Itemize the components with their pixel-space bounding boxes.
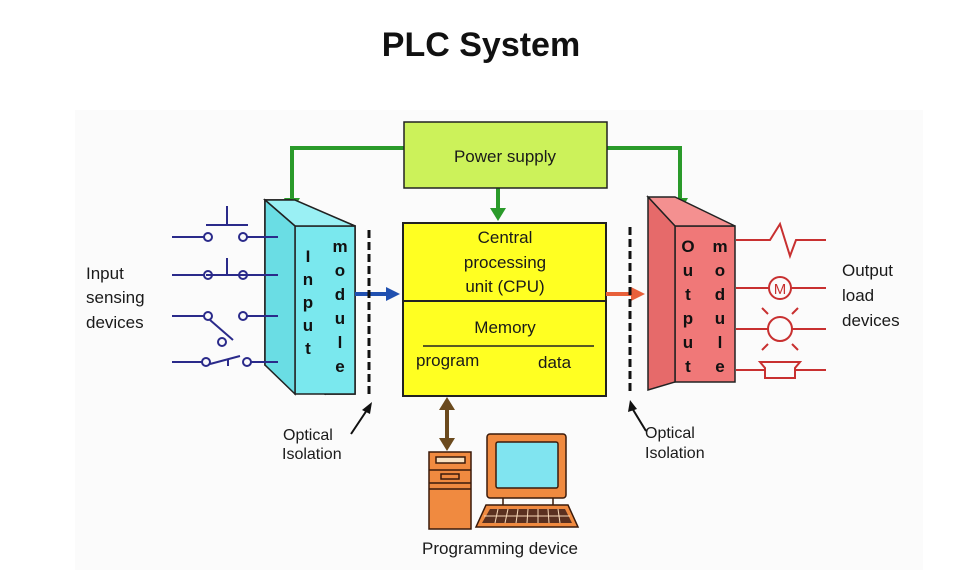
contact-switch-icon <box>172 355 278 367</box>
cpu-label-line2: processing <box>464 253 546 272</box>
memory-data-label: data <box>538 353 572 372</box>
input-module-letter: l <box>338 333 343 352</box>
input-switches <box>172 206 278 367</box>
input-devices-line2: sensing <box>86 288 145 307</box>
motor-icon: M <box>736 276 826 300</box>
output-module-letter: O <box>681 237 694 256</box>
computer-keyboard <box>474 504 580 528</box>
output-module-letter: u <box>715 309 725 328</box>
input-module-letter: m <box>332 237 347 256</box>
input-devices-line1: Input <box>86 264 124 283</box>
power-supply-label: Power supply <box>454 147 557 166</box>
diagram-title: PLC System <box>381 26 581 64</box>
cpu-label-line1: Central <box>478 228 533 247</box>
output-module-letter: e <box>715 357 724 376</box>
input-module-letter: n <box>303 270 313 289</box>
cpu-to-output-arrow <box>606 287 645 301</box>
input-module-letter: e <box>335 357 344 376</box>
output-module-letter: m <box>712 237 727 256</box>
power-arrow-cpu <box>490 208 506 221</box>
lamp-icon <box>736 307 826 351</box>
input-devices-line3: devices <box>86 313 144 332</box>
pushbutton-no-icon <box>172 206 278 242</box>
output-module-letter: o <box>715 261 725 280</box>
memory-program-label: program <box>416 351 479 370</box>
input-module-letter: d <box>335 285 345 304</box>
motor-symbol: M <box>774 281 787 298</box>
input-module-letter: u <box>335 309 345 328</box>
output-loads: M <box>736 221 826 379</box>
power-line-right <box>607 146 682 200</box>
input-module-letter: p <box>303 293 313 312</box>
computer-monitor <box>486 433 567 505</box>
output-module-letter: p <box>683 309 693 328</box>
computer-tower <box>428 451 472 530</box>
programming-device-label: Programming device <box>422 539 578 558</box>
power-line-left <box>290 146 405 200</box>
computer-icon <box>428 433 580 530</box>
output-module-letter: l <box>718 333 723 352</box>
input-module-letter: t <box>305 339 311 358</box>
limit-switch-icon <box>172 311 278 347</box>
input-module-letter: u <box>303 316 313 335</box>
output-module-letter: t <box>685 357 691 376</box>
output-devices-line3: devices <box>842 311 900 330</box>
horn-icon <box>736 361 826 379</box>
output-devices-line2: load <box>842 286 874 305</box>
cpu-box: Central processing unit (CPU) Memory pro… <box>402 222 607 397</box>
memory-label: Memory <box>474 318 536 337</box>
input-module-letter: o <box>335 261 345 280</box>
optical-isolation-left-line1: Optical <box>283 427 333 444</box>
pushbutton-nc-icon <box>172 258 278 280</box>
heater-icon <box>736 221 826 260</box>
output-module-letter: d <box>715 285 725 304</box>
output-module-letter: t <box>685 285 691 304</box>
programming-link-arrow <box>439 397 455 451</box>
optical-isolation-right-line2: Isolation <box>645 445 705 462</box>
power-supply-box: Power supply <box>403 121 608 189</box>
optical-isolation-left-line2: Isolation <box>282 446 342 463</box>
output-module-letter: u <box>683 261 693 280</box>
output-devices-line1: Output <box>842 261 893 280</box>
input-to-cpu-arrow <box>355 287 400 301</box>
cpu-label-line3: unit (CPU) <box>465 277 544 296</box>
output-module-letter: u <box>683 333 693 352</box>
optical-isolation-pointer-left <box>350 402 372 435</box>
optical-isolation-right-line1: Optical <box>645 425 695 442</box>
input-module-letter: I <box>306 247 311 266</box>
optical-isolation-pointer-right <box>628 400 647 432</box>
